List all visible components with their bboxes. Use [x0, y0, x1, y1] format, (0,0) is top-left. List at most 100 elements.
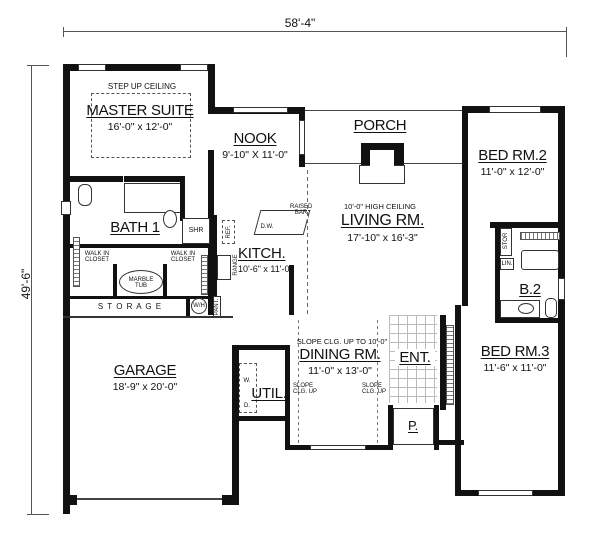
room-name: NOOK	[233, 130, 277, 147]
walk-in-closet-left: WALK IN CLOSET	[84, 251, 110, 263]
wall-bed2-west	[462, 106, 468, 306]
room-name: B.2	[519, 281, 541, 298]
width-tick-right	[566, 27, 567, 57]
closet-shelving-left	[73, 237, 80, 287]
room-dimensions: 11'-6" x 11'-0"	[483, 362, 547, 374]
refrigerator	[222, 220, 235, 244]
room-dimensions: 11'-0" x 12'-0"	[480, 166, 545, 178]
sink-master	[163, 210, 177, 228]
water-heater-label: W/H	[193, 303, 205, 309]
bath2-tub	[521, 250, 559, 270]
wall-bed2-south	[490, 222, 565, 228]
slope-label-left: SLOPE CLG. UP	[293, 383, 318, 395]
room-bed-2: BED RM.2 11'-0" x 12'-0"	[470, 147, 555, 178]
room-bath-2: B.2	[515, 281, 545, 298]
room-name: KITCH.	[238, 245, 286, 262]
window-master-1	[78, 64, 106, 71]
dishwasher-label: D.W.	[260, 224, 274, 230]
wall-closet-divider-right	[163, 264, 167, 298]
room-living: LIVING RM. 17'-10" x 16'-3"	[330, 212, 435, 244]
wall-util-south	[236, 416, 288, 421]
room-name: GARAGE	[113, 362, 177, 379]
stor-label: STOR	[503, 232, 509, 250]
dining-slope-right	[377, 320, 378, 445]
closet-shelving-right	[201, 255, 208, 295]
step-up-ceiling-outline	[91, 93, 191, 158]
window-west-bath	[61, 201, 71, 215]
porch-north-line	[305, 110, 463, 111]
walk-in-closet-right: WALK IN CLOSET	[170, 251, 196, 263]
wall-master-south-2	[124, 176, 180, 182]
window-east-b2	[558, 278, 565, 300]
stor-closet	[500, 228, 512, 256]
depth-tick-top	[27, 65, 49, 66]
water-heater	[191, 298, 207, 314]
vanity-master	[124, 183, 184, 213]
room-name: PORCH	[353, 117, 407, 134]
wall-master-east	[208, 64, 215, 112]
wall-storage-top	[63, 296, 213, 299]
room-bed-3: BED RM.3 11'-6" x 11'-0"	[470, 343, 560, 374]
room-name: MASTER SUITE	[86, 102, 194, 119]
depth-dimension-line	[31, 65, 32, 515]
wall-master-south	[63, 176, 123, 182]
range	[217, 255, 231, 280]
dining-slope-left	[298, 320, 299, 445]
wall-closet-top	[63, 244, 213, 248]
room-dimensions: 18'-9" x 20'-0"	[112, 381, 178, 393]
overall-width-label: 58'-4"	[284, 16, 316, 30]
wall-front-south	[434, 440, 464, 445]
garage-door[interactable]	[77, 498, 222, 500]
wall-garage-east	[232, 345, 239, 505]
room-dining: DINING RM. 11'-0" x 13'-0"	[295, 346, 385, 377]
garage-pier-left	[63, 495, 77, 505]
room-name: BED RM.2	[478, 147, 547, 164]
window-dining-south	[310, 445, 366, 450]
wall-util-north	[236, 345, 286, 350]
wall-master-east-lower	[208, 150, 214, 315]
room-name: LIVING RM.	[340, 212, 425, 229]
room-bath-1: BATH 1	[105, 219, 165, 236]
master-step-up-ceiling-note: STEP UP CEILING	[107, 82, 177, 91]
wall-closet-divider-left	[113, 264, 117, 298]
room-dimensions: 9'-10" X 11'-0"	[222, 149, 288, 161]
linen-label: LIN.	[501, 261, 513, 267]
dryer-label: D.	[244, 403, 250, 409]
wall-garage-north	[63, 316, 233, 318]
raised-bar-label: RAISED BAR	[290, 204, 313, 216]
window-nook-north	[233, 107, 288, 113]
room-name: DINING RM.	[299, 346, 381, 363]
linen-closet	[500, 258, 514, 270]
room-dimensions: 10'-6" x 11'-0"	[238, 264, 293, 274]
wall-entry-closet	[440, 315, 446, 410]
wall-kitchen-bar	[289, 265, 294, 315]
refrigerator-label: REF.	[226, 225, 232, 239]
pantry-closet-p	[393, 408, 434, 445]
depth-tick-bottom	[27, 514, 49, 515]
bath2-sink	[518, 303, 534, 314]
storage-label: S T O R A G E	[97, 302, 163, 311]
window-bed2-north	[489, 106, 541, 113]
entry-closet-shelving	[446, 325, 454, 405]
room-porch: PORCH	[345, 117, 415, 134]
washer-dryer	[239, 363, 257, 413]
fireplace-firebox	[370, 150, 394, 166]
wall-entry-east	[434, 405, 439, 450]
bath2-shelving	[520, 232, 560, 240]
wall-dining-west	[285, 345, 290, 450]
room-nook: NOOK 9'-10" X 11'-0"	[215, 130, 295, 161]
window-bed3-south	[478, 490, 533, 496]
room-name: ENT.	[395, 349, 435, 366]
width-tick-left	[63, 27, 64, 37]
width-dimension-line	[63, 31, 567, 32]
room-garage: GARAGE 18'-9" x 20'-0"	[95, 362, 195, 393]
dining-slope-note: SLOPE CLG. UP TO 10'-0"	[296, 337, 388, 346]
bath2-toilet	[545, 298, 557, 318]
window-nook-east	[299, 120, 305, 155]
wall-east	[558, 106, 565, 496]
overall-depth-label: 49'-6"	[19, 268, 33, 300]
room-name: BATH 1	[110, 219, 160, 236]
room-dimensions: 17'-10" x 16'-3"	[347, 232, 418, 244]
garage-pier-right	[222, 495, 239, 505]
window-master-2	[180, 64, 208, 71]
